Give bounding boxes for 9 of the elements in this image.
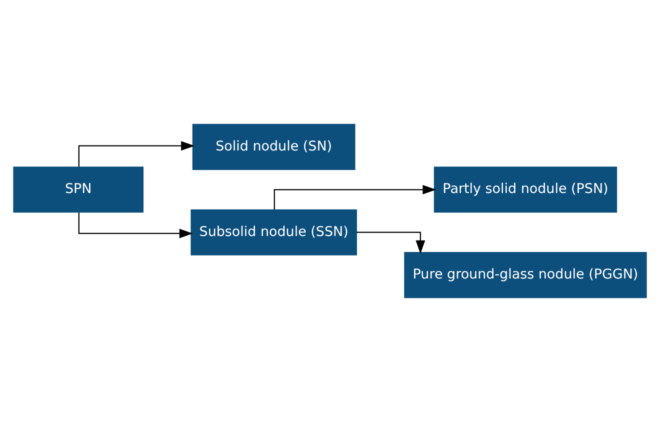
arrow	[274, 184, 436, 209]
node-box: SPN	[13, 166, 144, 212]
node-box: Pure ground-glass nodule (PGGN)	[404, 252, 647, 298]
node-box: Solid nodule (SN)	[192, 123, 356, 170]
node-box: Subsolid nodule (SSN)	[190, 208, 357, 255]
node-box: Partly solid nodule (PSN)	[434, 166, 618, 212]
arrow	[356, 231, 426, 254]
arrow	[78, 212, 193, 238]
arrow	[78, 140, 195, 166]
